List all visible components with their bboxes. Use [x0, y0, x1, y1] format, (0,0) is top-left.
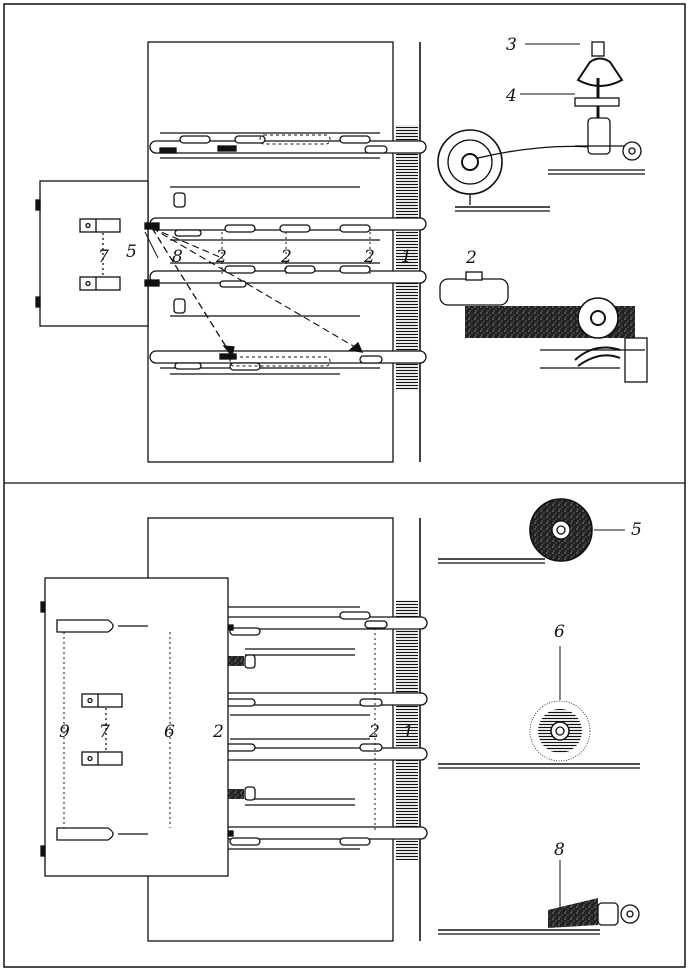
- label-1-top: 1: [401, 247, 412, 267]
- top-control-box: [39, 180, 149, 327]
- label-2-top-c: 2: [363, 247, 375, 267]
- top-rail-hatch: [396, 125, 418, 390]
- outer-frame: [3, 3, 686, 968]
- label-7-top: 7: [98, 247, 109, 267]
- label-8-right: 8: [554, 840, 565, 860]
- label-2-bottom-a: 2: [212, 722, 224, 742]
- labels: 1 2 2 2 8 5 7 2 3 4 5 6 8 1 2 2 6 7 9: [59, 35, 642, 860]
- bottom-machine-view: [40, 517, 428, 942]
- label-2-bottom-b: 2: [368, 722, 380, 742]
- top-main-panel: [147, 41, 394, 463]
- top-arrows: [151, 227, 361, 357]
- wire-brush-detail: [438, 646, 640, 769]
- label-9-bottom: 9: [59, 722, 70, 742]
- label-4: 4: [505, 86, 517, 106]
- label-6-right: 6: [554, 622, 565, 642]
- label-2-top-b: 2: [280, 247, 292, 267]
- top-pads: [174, 135, 388, 371]
- top-brush-b: [217, 145, 237, 152]
- label-8-top: 8: [172, 247, 183, 267]
- label-2-top-a: 2: [215, 247, 227, 267]
- top-brush-a: [159, 147, 177, 154]
- top-brush-c: [219, 353, 237, 360]
- label-3: 3: [506, 35, 517, 55]
- bottom-rail-hatch: [396, 600, 418, 860]
- label-2-right: 2: [465, 248, 477, 268]
- top-switch-a: [79, 218, 121, 233]
- bottom-switch-a: [81, 693, 123, 708]
- label-1-bottom: 1: [403, 722, 414, 742]
- disc-detail: [438, 498, 625, 564]
- clamp-detail: [437, 41, 645, 212]
- end-brush-detail: [438, 860, 640, 935]
- top-machine-view: [35, 41, 427, 463]
- label-5-top: 5: [126, 242, 137, 262]
- bottom-switch-b: [81, 751, 123, 766]
- top-switch-b: [79, 276, 121, 291]
- label-6-bottom: 6: [164, 722, 175, 742]
- roller-detail: [439, 271, 648, 383]
- label-7-bottom: 7: [99, 722, 110, 742]
- top-dashed-pads: [229, 134, 331, 367]
- label-5-right: 5: [631, 520, 642, 540]
